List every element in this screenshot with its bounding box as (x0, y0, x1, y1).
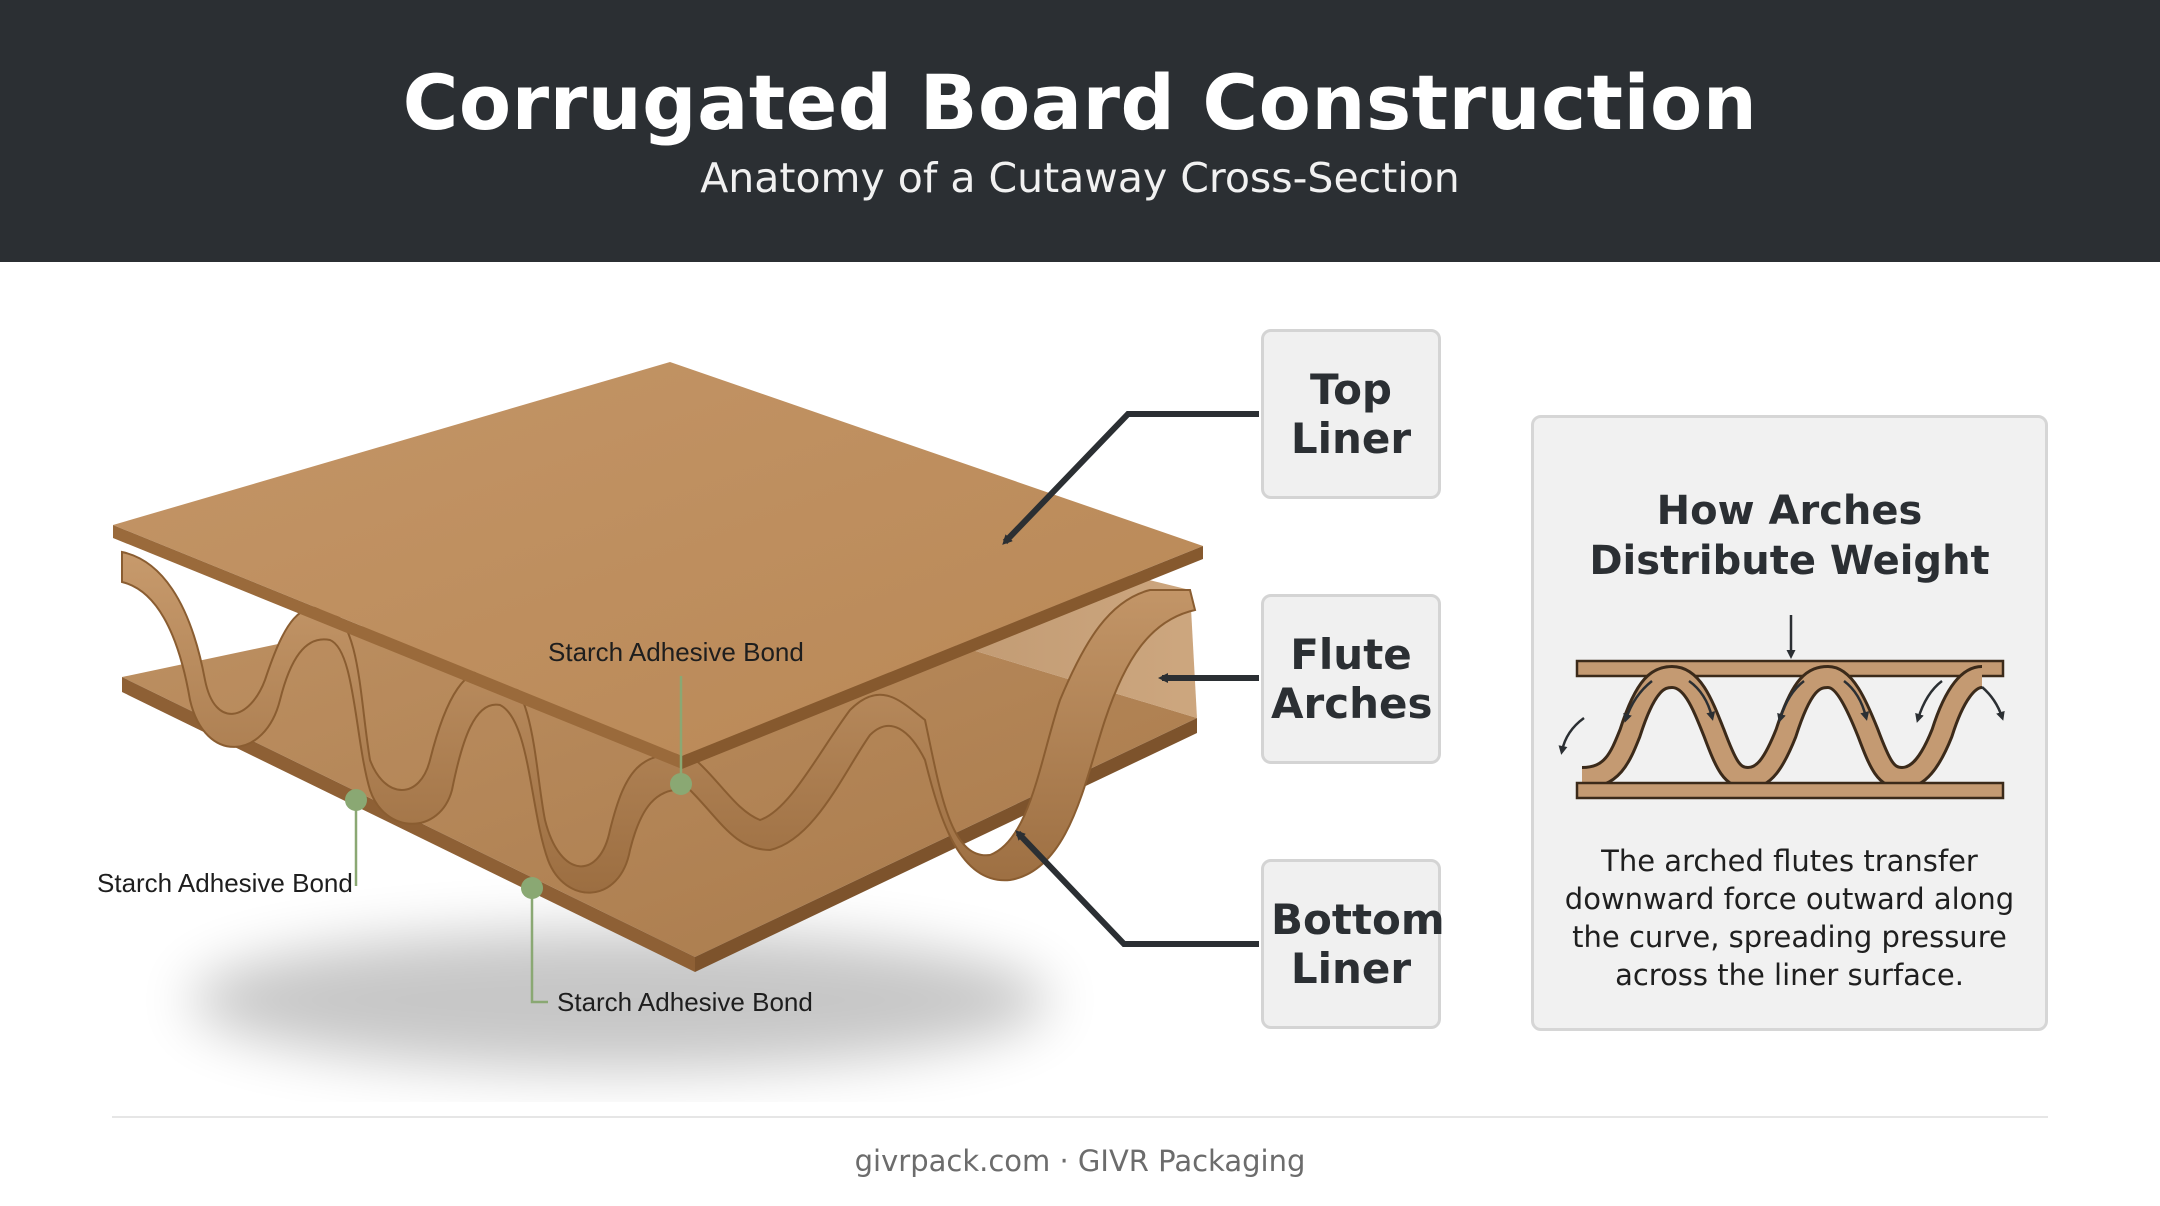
board-cutaway-illustration (113, 362, 1259, 1070)
info-panel-title-line2: Distribute Weight (1589, 538, 1990, 584)
header-banner: Corrugated Board Construction Anatomy of… (0, 0, 2160, 262)
footer-divider (112, 1116, 2048, 1118)
page-title: Corrugated Board Construction (402, 58, 1758, 147)
info-panel: How Arches Distribute Weight The arched … (1531, 415, 2048, 1031)
mini-bottom-liner (1575, 781, 2005, 800)
force-spread-arrows (1558, 679, 2005, 755)
info-panel-title-line1: How Arches (1656, 488, 1923, 534)
info-panel-title: How Arches Distribute Weight (1534, 486, 2045, 586)
mini-top-liner (1575, 659, 2005, 678)
page-subtitle: Anatomy of a Cutaway Cross-Section (700, 154, 1460, 202)
footer-credit: givrpack.com · GIVR Packaging (854, 1144, 1306, 1178)
info-panel-text: The arched flutes transfer downward forc… (1564, 844, 2015, 992)
flute-arches-label-box: Flute Arches (1261, 594, 1441, 764)
bottom-liner-arrow (1015, 830, 1259, 947)
flute-arches-label: Flute Arches (1271, 630, 1433, 728)
bottom-liner-label-box: Bottom Liner (1261, 859, 1445, 1029)
adhesive-bond-left-marker (345, 789, 367, 886)
top-liner-arrow (1002, 411, 1259, 545)
diagram-area (0, 262, 2160, 1102)
top-liner-label: Top Liner (1290, 365, 1412, 463)
mini-flute (1581, 667, 1984, 788)
adhesive-bond-upper-marker (670, 676, 692, 795)
top-liner-label-box: Top Liner (1261, 329, 1441, 499)
adhesive-bond-label-upper: Starch Adhesive Bond (548, 637, 804, 667)
adhesive-bond-lower-marker (521, 877, 548, 1004)
adhesive-bond-label-left: Starch Adhesive Bond (97, 868, 353, 898)
flute-medium (121, 550, 1197, 894)
arch-force-diagram (1558, 615, 2005, 800)
adhesive-bond-label-lower: Starch Adhesive Bond (557, 987, 813, 1017)
top-liner-sheet (113, 362, 1203, 769)
bottom-liner-label: Bottom Liner (1271, 895, 1445, 993)
board-shadow (190, 930, 1050, 1070)
